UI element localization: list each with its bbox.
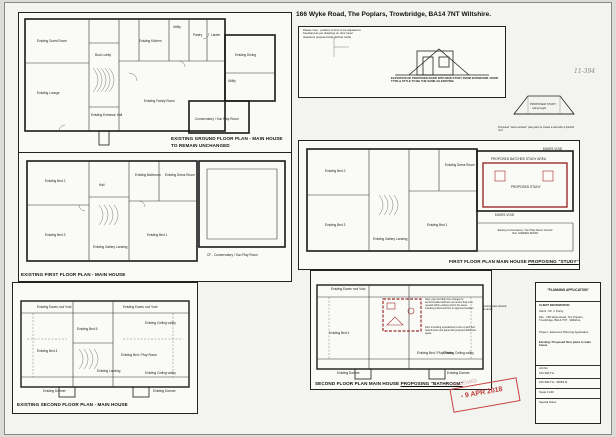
first-room-bed2: Existing Bed 2: [45, 179, 66, 183]
titleblock-divider: [536, 301, 600, 302]
prop2-room-playroom: Existing Bed / Play Room: [417, 351, 453, 355]
titleblock-divider: [536, 365, 600, 366]
first-room-bathroom: Existing Bathroom: [135, 173, 161, 177]
study-detail-panel: PROPOSED STUDY ceiling height Proposed "…: [498, 90, 578, 132]
second-room-playroom: Existing Bed / Play Room: [121, 353, 157, 357]
study-detail-note: Proposed "velux window" (see plan) to cr…: [498, 126, 575, 133]
first-room-gallery: Existing Gallery Landing: [93, 245, 128, 249]
prop2-room-bed4: Existing Bed 4: [329, 331, 350, 335]
prop1-room-bed2: Existing Bed 2: [325, 169, 346, 173]
second-floor-proposed-drawing: [316, 284, 484, 380]
prop2-side-note: Existing valve drained as above: [483, 305, 507, 312]
room-pantry: Pantry: [193, 33, 203, 37]
prop1-study-header: PROPOSED BATCHED STUDY AREA: [491, 157, 546, 161]
door-elevation-drawing: [333, 37, 489, 76]
first-caption: EXISTING FIRST FLOOR PLAN - MAIN HOUSE: [21, 272, 126, 277]
second-room-valley-top: Existing Ceiling valley: [145, 321, 176, 325]
room-conservatory: Conservatory / Sun Play Room: [195, 117, 239, 121]
study-detail-sublabel: ceiling height: [532, 107, 546, 110]
first-aux-conservatory: CF - Conservatory / Sun Play Room: [207, 253, 258, 257]
door-elevation-panel: Please note - position of door to be adj…: [298, 26, 506, 98]
drawing-title: 166 Wyke Road, The Poplars, Trowbridge, …: [296, 11, 492, 18]
first-floor-plan-drawing: [26, 160, 286, 262]
first-room-bed3: Existing Bed 3: [45, 233, 66, 237]
titleblock-client: Client : Mr. J. Purdy: [539, 309, 564, 313]
prop1-study-room: PROPOSED STUDY: [511, 185, 541, 189]
titleblock-heading: "PLANNING APPLICATION": [547, 288, 589, 292]
room-lounge: Existing Lounge: [37, 91, 60, 95]
titleblock-project: Project : Extension Planning Application…: [539, 330, 590, 334]
second-room-valley-bottom: Existing Ceiling valley: [145, 371, 176, 375]
second-room-eaves-left: Existing Eaves roof Void: [37, 305, 72, 309]
prop1-room-bed3: Existing Bed 3: [325, 223, 346, 227]
second-room-dormer-left: Existing Dormer: [43, 389, 66, 393]
prop2-note-door: Door to landing repositioned to line up …: [425, 326, 477, 335]
elevation-note: Please note - position of door to be adj…: [303, 28, 361, 39]
room-utility-lower: Utility: [228, 79, 236, 83]
title-block: "PLANNING APPLICATION" CLIENT INFORMATIO…: [535, 282, 601, 424]
ground-caption-1: EXISTING GROUND FLOOR PLAN - MAIN HOUSE: [171, 136, 283, 141]
room-boot-lobby: Boot Lobby: [95, 53, 112, 57]
titleblock-divider: [536, 398, 600, 399]
room-entrance-hall: Existing Entrance Hall: [91, 113, 123, 117]
prop1-eaves-void-top: EAVES VOID: [543, 147, 563, 151]
room-kitchen: Existing Kitchen: [139, 39, 162, 43]
second-room-dormer-right: Existing Dormer: [153, 389, 176, 393]
prop2-room-dormer-left: Existing Dormer: [337, 371, 360, 375]
first-proposed-caption-underlined: PROPOSING "STUDY": [528, 259, 579, 264]
titleblock-job-no: 166 WR-TH: [539, 371, 554, 375]
first-room-dress: Existing Dress Room: [165, 173, 195, 177]
second-proposed-caption-text: SECOND FLOOR PLAN MAIN HOUSE: [315, 381, 401, 386]
prop1-room-dress: Existing Dress Room: [445, 163, 475, 167]
second-room-bed4: Existing Bed 4: [37, 349, 58, 353]
ground-floor-plan-panel: Existing Guest Room Existing Lounge Exis…: [18, 12, 292, 154]
first-proposed-caption: FIRST FLOOR PLAN MAIN HOUSE PROPOSING "S…: [449, 259, 579, 264]
first-room-hall: Hall: [99, 183, 105, 187]
titleblock-job-no-label: Job No: [539, 366, 548, 370]
prop2-note-pipes: Note: pipe and drain line changes to acc…: [425, 298, 475, 310]
second-room-bed5: Existing Bed 5: [77, 327, 98, 331]
first-floor-proposed-panel: Existing Bed 2 Existing Bed 3 Existing B…: [298, 140, 580, 270]
titleblock-client-info: CLIENT INFORMATION: [539, 303, 570, 307]
titleblock-divider: [536, 378, 600, 379]
prop1-room-bed1: Existing Bed 1: [427, 223, 448, 227]
prop2-room-eaves: Existing Eaves roof Void: [331, 287, 366, 291]
second-proposed-caption-underlined: PROPOSING "BATHROOM": [400, 381, 463, 386]
second-caption: EXISTING SECOND FLOOR PLAN - MAIN HOUSE: [17, 402, 128, 407]
study-detail-label: PROPOSED STUDY: [530, 102, 557, 106]
prop2-room-dormer-right: Existing Dormer: [447, 371, 470, 375]
second-proposed-caption: SECOND FLOOR PLAN MAIN HOUSE PROPOSING "…: [315, 381, 463, 386]
stamp-date: - 9 APR 2018: [460, 385, 504, 401]
second-floor-proposed-panel: Existing Eaves roof Void Existing Bed 4 …: [310, 270, 506, 390]
room-dining: Existing Dining: [235, 53, 257, 57]
second-floor-plan-panel: Existing Eaves roof Void Existing Eaves …: [12, 282, 198, 414]
prop1-eaves-void-bottom: EAVES VOID: [495, 213, 515, 217]
first-room-bed1: Existing Bed 1: [147, 233, 168, 237]
titleblock-drawing-no: 166 WR-TH - 300P4-R: [539, 380, 568, 384]
first-floor-plan-panel: Existing Bed 2 Existing Bathroom Existin…: [18, 152, 292, 282]
second-floor-plan-drawing: [20, 300, 190, 398]
second-room-eaves-right: Existing Eaves roof Void: [123, 305, 158, 309]
ground-caption-2: TO REMAIN UNCHANGED: [171, 143, 230, 148]
first-proposed-caption-text: FIRST FLOOR PLAN MAIN HOUSE: [449, 259, 529, 264]
room-guest: Existing Guest Room: [37, 39, 67, 43]
prop1-room-conservatory: Existing Conservatory / Sun Play Room Gr…: [497, 229, 553, 236]
titleblock-description: Existing / Proposed floor plans to main …: [539, 340, 591, 348]
room-larder: Larder: [211, 33, 221, 37]
elevation-caption: ELEVATION OF PROPOSED DOOR INTO NEW STUD…: [391, 76, 498, 84]
titleblock-scale: Scale 1:100: [539, 390, 554, 394]
pencil-annotation: 11-394: [574, 68, 596, 75]
titleblock-site: Site : 166 Wyke Road, The Poplars, Trowb…: [539, 315, 584, 323]
first-floor-proposed-drawing: [306, 148, 574, 252]
room-family: Existing Family Room: [144, 99, 175, 103]
prop2-room-valley: Existing Ceiling valley: [443, 351, 474, 355]
study-detail-drawing: [513, 95, 575, 115]
titleblock-divider: [536, 388, 600, 389]
room-utility-upper: Utility: [173, 25, 181, 29]
prop1-room-gallery: Existing Gallery Landing: [373, 237, 408, 241]
titleblock-special-notes: Special Notes: [539, 400, 557, 404]
ground-floor-plan-drawing: [24, 18, 276, 146]
second-room-landing: Existing Landing: [97, 369, 121, 373]
